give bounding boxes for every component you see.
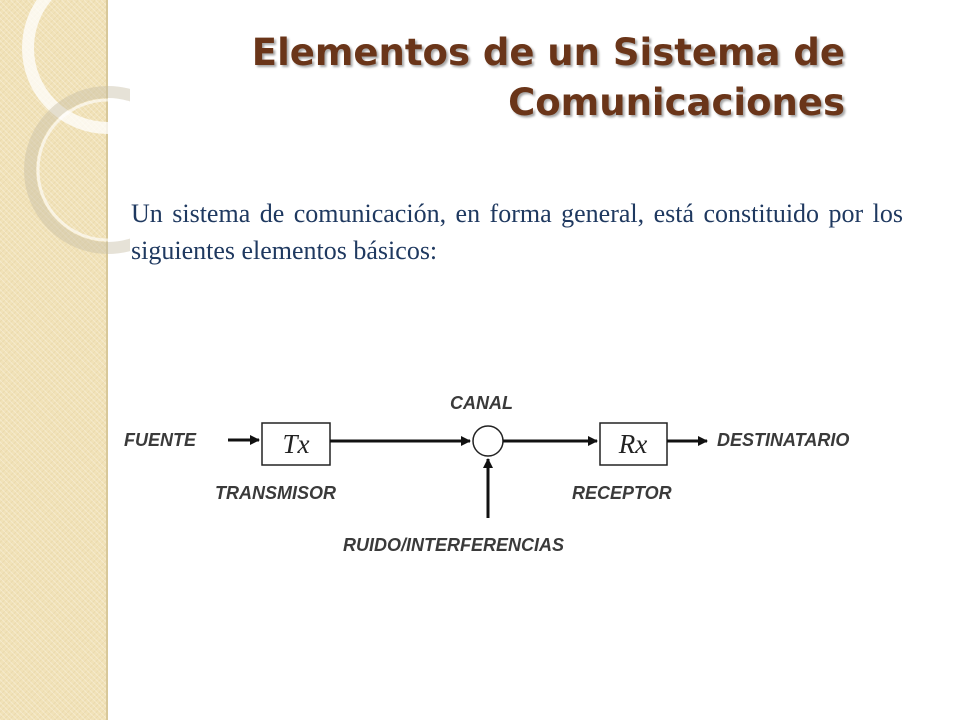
label-ruido-interferencias: RUIDO/INTERFERENCIAS	[343, 535, 564, 555]
block-receiver-label: Rx	[618, 429, 647, 459]
block-transmitter	[261, 422, 331, 466]
slide-title: Elementos de un Sistema de Comunicacione…	[200, 28, 845, 128]
slide-title-line-1: Elementos de un Sistema de	[251, 31, 845, 74]
label-transmisor: TRANSMISOR	[215, 483, 336, 503]
sidebar-edge	[106, 0, 108, 720]
block-receiver	[599, 422, 668, 466]
label-receptor: RECEPTOR	[572, 483, 672, 503]
slide-title-line-2: Comunicaciones	[508, 81, 845, 124]
decorative-ring-outer	[22, 0, 130, 134]
block-transmitter-label: Tx	[283, 429, 310, 459]
decorative-ring-highlight	[36, 98, 130, 242]
label-destinatario: DESTINATARIO	[717, 430, 849, 450]
label-canal: CANAL	[450, 393, 513, 413]
intro-paragraph: Un sistema de comunicación, en forma gen…	[131, 199, 903, 265]
decorative-rings	[22, 0, 130, 254]
decorative-ring-inner	[24, 86, 130, 254]
summing-junction	[472, 425, 504, 457]
label-fuente: FUENTE	[124, 430, 197, 450]
